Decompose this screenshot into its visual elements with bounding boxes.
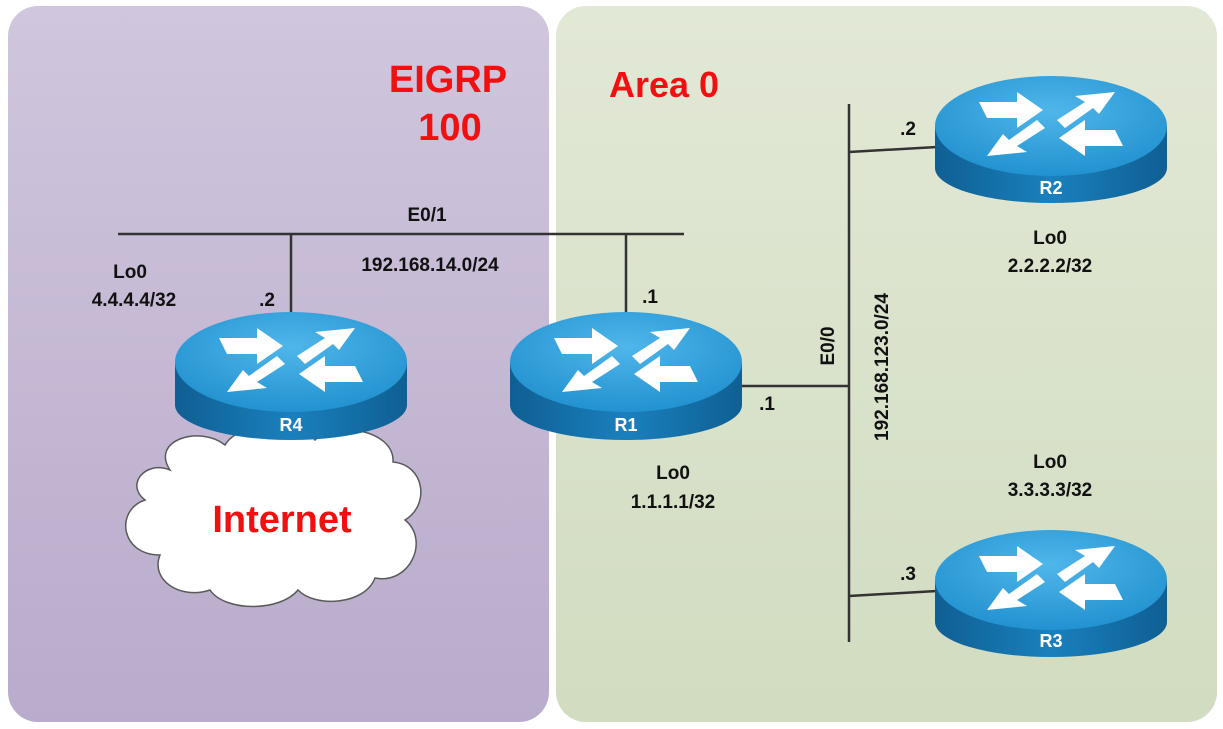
internet-cloud-label: Internet bbox=[212, 499, 352, 541]
eigrp-zone-label-line2: 100 bbox=[418, 107, 481, 149]
router-r4[interactable]: R4 bbox=[175, 312, 407, 440]
router-r4-loopback-label: Lo0 bbox=[113, 262, 147, 283]
lan-14-link bbox=[118, 232, 684, 312]
router-r1-interface-ip-top: .1 bbox=[642, 287, 658, 308]
router-r2-loopback-label: Lo0 bbox=[1033, 228, 1067, 249]
lan-123-link bbox=[739, 104, 938, 642]
ospf-zone-label: Area 0 bbox=[609, 64, 719, 105]
router-r2[interactable]: R2 bbox=[935, 76, 1167, 203]
router-r4-interface-ip: .2 bbox=[259, 290, 275, 311]
lan-123-subnet-label: 192.168.123.0/24 bbox=[872, 293, 893, 441]
router-r4-loopback-ip: 4.4.4.4/32 bbox=[92, 290, 177, 311]
router-r2-interface-ip: .2 bbox=[900, 119, 916, 140]
router-r2-loopback-ip: 2.2.2.2/32 bbox=[1008, 256, 1093, 277]
router-r3-loopback-label: Lo0 bbox=[1033, 452, 1067, 473]
lan-123-interface-label: E0/0 bbox=[818, 326, 839, 365]
eigrp-zone-label-line1: EIGRP bbox=[389, 59, 507, 101]
router-r3-loopback-ip: 3.3.3.3/32 bbox=[1008, 480, 1093, 501]
lan-14-subnet-label: 192.168.14.0/24 bbox=[361, 255, 499, 276]
router-r1-loopback-ip: 1.1.1.1/32 bbox=[631, 492, 716, 513]
router-r1-name: R1 bbox=[614, 415, 637, 435]
router-r1-loopback-label: Lo0 bbox=[656, 463, 690, 484]
router-r3-name: R3 bbox=[1039, 631, 1062, 651]
router-r1[interactable]: R1 bbox=[510, 312, 742, 440]
router-r2-name: R2 bbox=[1039, 178, 1062, 198]
router-r3-interface-ip: .3 bbox=[900, 564, 916, 585]
internet-cloud: Internet bbox=[125, 424, 422, 608]
router-r3[interactable]: R3 bbox=[935, 530, 1167, 657]
router-r4-name: R4 bbox=[279, 415, 302, 435]
lan-14-interface-label: E0/1 bbox=[407, 205, 447, 226]
router-r1-interface-ip-right: .1 bbox=[759, 394, 775, 415]
